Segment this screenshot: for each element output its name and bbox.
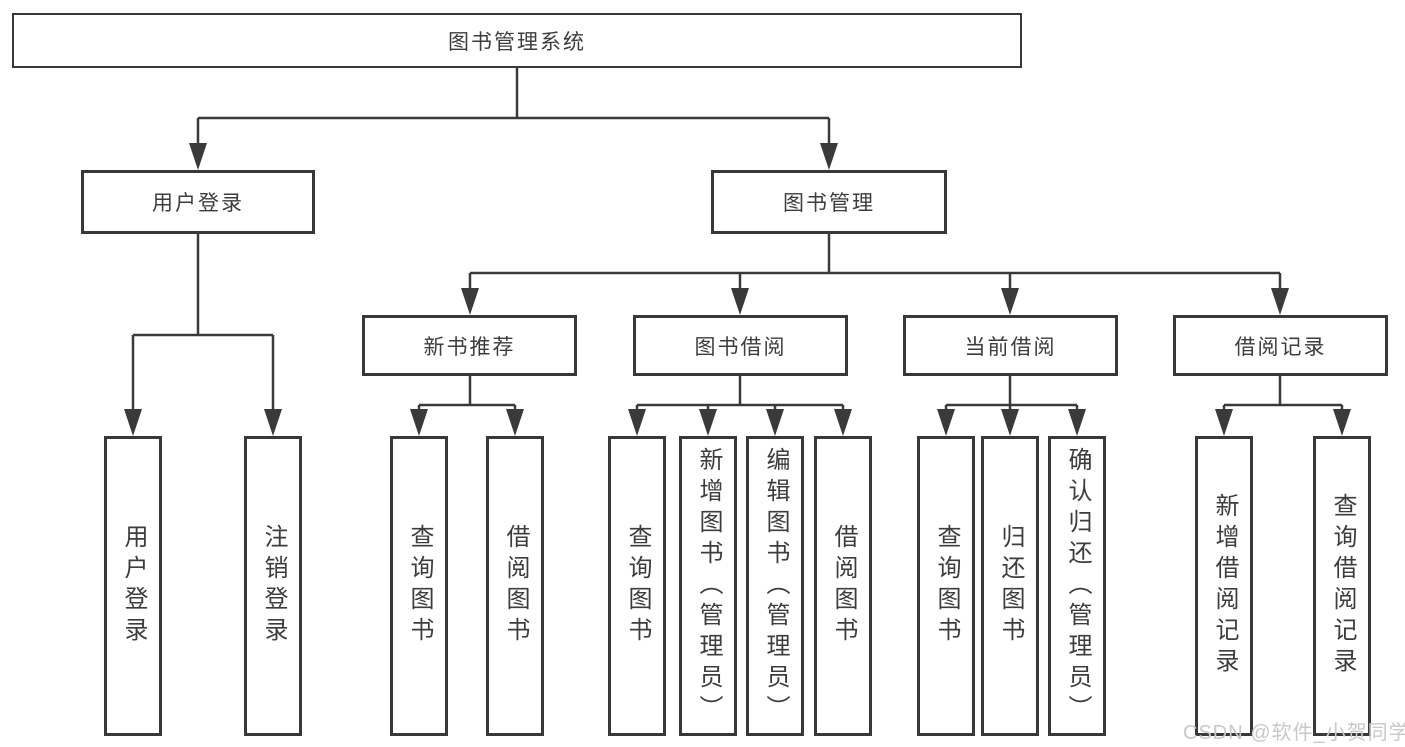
arrowhead bbox=[820, 143, 838, 170]
node-label: 图书借阅 bbox=[694, 335, 787, 359]
arrowhead bbox=[189, 143, 207, 170]
node-user-login: 用户登录 bbox=[81, 170, 315, 234]
node-current-borrowing: 当前借阅 bbox=[903, 315, 1118, 376]
node-root-system: 图书管理系统 bbox=[12, 13, 1022, 68]
leaf-add-books-admin: 新增图书（管理员） bbox=[679, 436, 737, 736]
node-label: 图书管理 bbox=[783, 192, 875, 215]
arrowhead bbox=[1001, 288, 1019, 315]
arrowheads bbox=[124, 143, 1351, 436]
arrowhead bbox=[731, 288, 749, 315]
leaf-borrow-books-recommend: 借阅图书 bbox=[486, 436, 544, 736]
node-label: 新书推荐 bbox=[423, 335, 516, 359]
arrowhead bbox=[264, 409, 282, 436]
node-borrowing-records: 借阅记录 bbox=[1173, 315, 1388, 376]
csdn-watermark: CSDN @软件_小贺同学 bbox=[1183, 722, 1405, 744]
arrowhead bbox=[1215, 409, 1233, 436]
leaf-edit-books-admin: 编辑图书（管理员） bbox=[746, 436, 804, 736]
leaf-query-books-borrowing: 查询图书 bbox=[608, 436, 666, 736]
connector-bookmgmt-to-level3 bbox=[468, 233, 1282, 297]
leaf-borrow-books-borrowing: 借阅图书 bbox=[814, 436, 872, 736]
arrowhead bbox=[124, 409, 142, 436]
leaf-add-borrow-record: 新增借阅记录 bbox=[1195, 436, 1253, 736]
arrowhead bbox=[1001, 409, 1019, 436]
node-label: 查询图书 bbox=[406, 524, 433, 648]
leaf-return-books: 归还图书 bbox=[981, 436, 1039, 736]
node-label: 借阅记录 bbox=[1234, 335, 1327, 359]
arrowhead bbox=[1068, 409, 1086, 436]
leaf-query-books-recommend: 查询图书 bbox=[390, 436, 448, 736]
leaf-user-login: 用户登录 bbox=[104, 436, 162, 736]
arrowhead bbox=[1333, 409, 1351, 436]
arrowhead bbox=[628, 409, 646, 436]
node-label: 借阅图书 bbox=[830, 524, 857, 648]
node-label: 借阅图书 bbox=[502, 524, 529, 648]
arrowhead bbox=[506, 409, 524, 436]
connector-records-to-leaves bbox=[1222, 375, 1344, 418]
node-label: 注销登录 bbox=[260, 524, 287, 648]
arrowhead bbox=[834, 409, 852, 436]
arrowhead bbox=[1271, 288, 1289, 315]
node-label: 编辑图书（管理员） bbox=[762, 446, 789, 726]
leaf-confirm-return-admin: 确认归还（管理员） bbox=[1048, 436, 1106, 736]
node-label: 查询图书 bbox=[933, 524, 960, 648]
node-book-management: 图书管理 bbox=[711, 170, 947, 234]
node-label: 新增图书（管理员） bbox=[695, 446, 722, 726]
node-label: 查询图书 bbox=[624, 524, 651, 648]
node-label: 归还图书 bbox=[997, 524, 1024, 648]
arrowhead bbox=[410, 409, 428, 436]
leaf-query-borrow-record: 查询借阅记录 bbox=[1313, 436, 1371, 736]
leaf-logout: 注销登录 bbox=[244, 436, 302, 736]
connector-root-to-level2 bbox=[196, 68, 831, 150]
node-new-book-recommend: 新书推荐 bbox=[362, 315, 577, 376]
node-book-borrowing: 图书借阅 bbox=[633, 315, 848, 376]
leaf-query-books-current: 查询图书 bbox=[917, 436, 975, 736]
node-label: 当前借阅 bbox=[964, 335, 1057, 359]
connector-borrowing-to-leaves bbox=[635, 375, 845, 418]
arrowhead bbox=[937, 409, 955, 436]
connector-userlogin-to-leaves bbox=[131, 233, 275, 418]
arrowhead bbox=[766, 409, 784, 436]
node-label: 查询借阅记录 bbox=[1329, 493, 1356, 679]
node-label: 图书管理系统 bbox=[448, 30, 586, 54]
node-label: 用户登录 bbox=[152, 192, 244, 215]
node-label: 确认归还（管理员） bbox=[1064, 446, 1091, 726]
arrowhead bbox=[461, 288, 479, 315]
node-label: 用户登录 bbox=[120, 524, 147, 648]
arrowhead bbox=[699, 409, 717, 436]
connector-newbook-to-leaves bbox=[417, 375, 517, 418]
node-label: 新增借阅记录 bbox=[1211, 493, 1238, 679]
